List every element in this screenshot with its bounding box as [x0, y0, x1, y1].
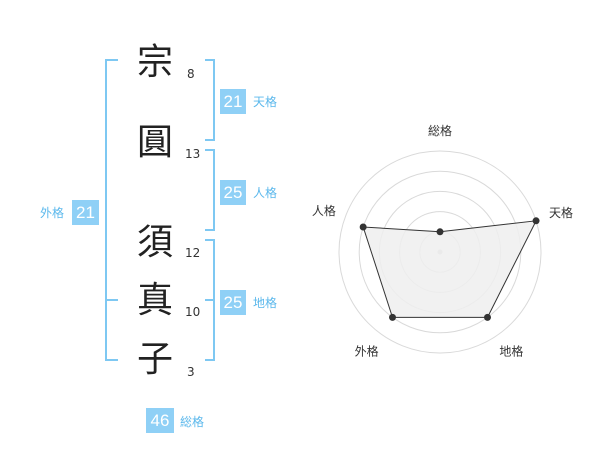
tenkaku-label: 天格	[253, 95, 278, 109]
name-char-4: 真	[136, 280, 173, 321]
radar-series-polygon	[362, 220, 537, 318]
stroke-count-1: 8	[187, 67, 195, 81]
name-char-1: 宗	[136, 42, 173, 83]
soukaku-label: 総格	[180, 415, 205, 429]
radar-point-地格	[483, 313, 491, 321]
radar-axis-label: 人格	[312, 203, 336, 218]
chikaku-value-badge: 25	[220, 290, 246, 315]
name-char-3: 須	[136, 222, 173, 263]
gaikaku-label: 外格	[40, 206, 65, 220]
stroke-count-4: 10	[185, 305, 201, 319]
stroke-count-5: 3	[187, 365, 195, 379]
radar-point-総格	[436, 228, 444, 236]
tenkaku-bracket	[205, 59, 215, 141]
name-char-5: 子	[136, 339, 173, 380]
radar-ring-5	[338, 150, 542, 354]
stroke-count-2: 13	[185, 147, 201, 161]
gaikaku-bracket	[105, 59, 118, 361]
jinkaku-bracket	[205, 149, 215, 231]
jinkaku-value-badge: 25	[220, 180, 246, 205]
name-char-2: 圓	[136, 122, 173, 163]
jinkaku-label: 人格	[253, 186, 278, 200]
radar-point-人格	[359, 223, 367, 231]
stroke-count-3: 12	[185, 246, 201, 260]
radar-axis-label: 地格	[499, 344, 523, 359]
radar-point-天格	[532, 217, 540, 225]
radar-point-外格	[389, 313, 397, 321]
radar-axis-label: 天格	[549, 205, 573, 220]
radar-axis-label: 外格	[355, 344, 379, 359]
radar-axis-label: 総格	[428, 123, 452, 138]
gaikaku-value-badge: 21	[72, 200, 99, 225]
soukaku-value-badge: 46	[146, 408, 174, 433]
tenkaku-value-badge: 21	[220, 89, 246, 114]
chikaku-label: 地格	[253, 296, 278, 310]
